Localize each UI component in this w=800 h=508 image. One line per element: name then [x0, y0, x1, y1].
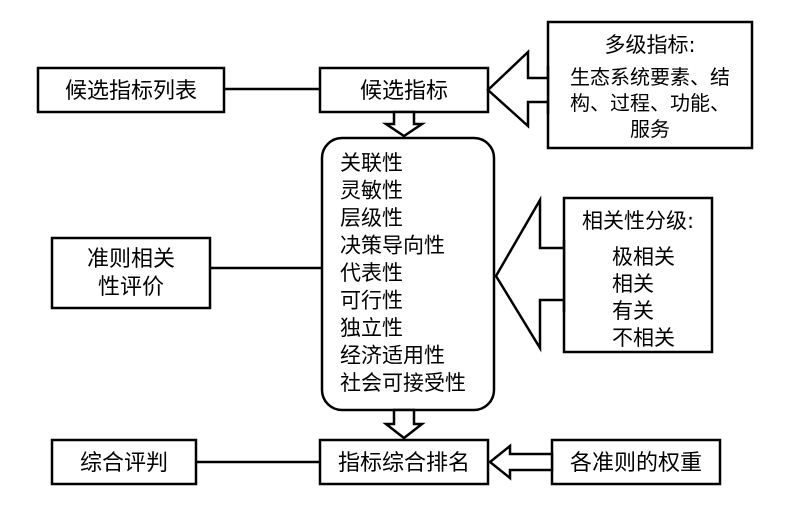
weights-label: 各准则的权重: [570, 451, 702, 476]
multilevel-title: 多级指标:: [604, 33, 695, 57]
criteria-eval-label-line2: 性评价: [98, 275, 164, 300]
criteria-item: 层级性: [340, 206, 403, 230]
weights-box: [550, 438, 722, 486]
correlation-level: 有关: [612, 299, 654, 323]
criteria-item: 独立性: [340, 316, 403, 340]
correlation-arrow: [494, 195, 566, 353]
criteria-item: 经济适用性: [340, 344, 445, 368]
candidate-list-label: 候选指标列表: [65, 79, 197, 104]
candidate-list-box: [36, 66, 226, 114]
correlation-level: 极相关: [612, 245, 675, 269]
down-arrow-2: [382, 408, 426, 440]
criteria-eval-box: [50, 236, 212, 310]
criteria-item: 关联性: [340, 151, 403, 175]
criteria-item: 代表性: [340, 261, 403, 285]
criteria-item: 社会可接受性: [340, 371, 466, 395]
correlation-title: 相关性分级:: [582, 209, 694, 233]
overall-eval-box: [50, 438, 198, 486]
criteria-eval-label-line1: 准则相关: [87, 247, 175, 272]
overall-eval-label: 综合评判: [80, 451, 168, 476]
criteria-item: 灵敏性: [340, 179, 403, 203]
weights-arrow: [487, 443, 554, 481]
criteria-item: 决策导向性: [340, 234, 445, 258]
multilevel-line-3: 服务: [630, 117, 670, 141]
down-arrow-1: [381, 110, 427, 138]
correlation-level: 相关: [612, 272, 654, 296]
correlation-level: 不相关: [612, 326, 675, 350]
ranking-box: [318, 438, 490, 486]
ranking-label: 指标综合排名: [338, 451, 470, 476]
multilevel-line-2: 构、过程、功能、: [570, 91, 730, 115]
multilevel-arrow: [486, 49, 550, 129]
criteria-item: 可行性: [340, 289, 403, 313]
multilevel-line-1: 生态系统要素、结: [570, 65, 730, 89]
correlation-box: [562, 196, 714, 354]
multilevel-box: [546, 20, 754, 150]
candidate-indicators-label: 候选指标: [360, 79, 448, 104]
